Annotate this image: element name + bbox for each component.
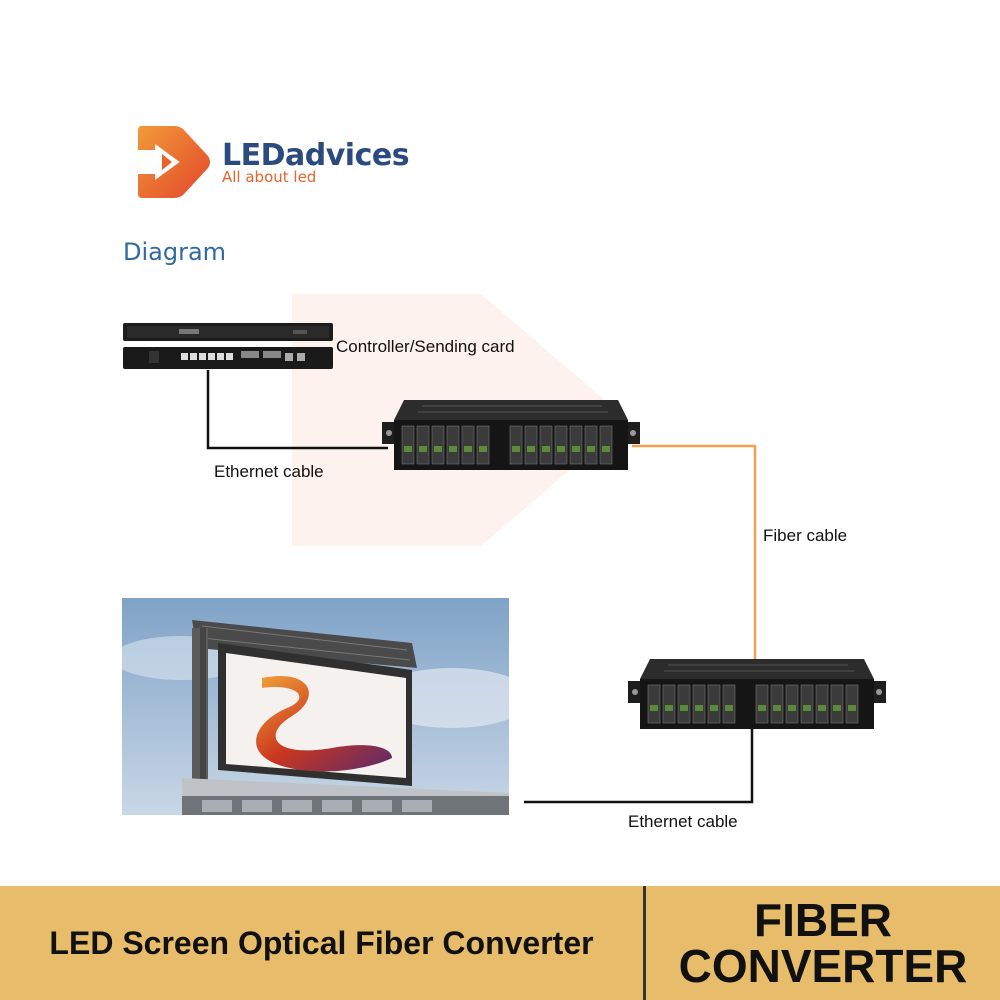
controller-device-icon <box>123 323 333 369</box>
ledadvices-logo-icon <box>138 126 210 198</box>
fiber-cable-label: Fiber cable <box>763 526 848 545</box>
footer-bar <box>0 886 1000 1000</box>
fiber-converter-rack-bottom-icon <box>628 659 886 729</box>
footer-badge-line1: FIBER <box>754 894 892 946</box>
diagram-title: Diagram <box>123 238 227 266</box>
footer-divider <box>643 886 646 1000</box>
ethernet-cable-top-label: Ethernet cable <box>214 462 324 481</box>
ethernet-cable-bottom <box>524 725 754 804</box>
fiber-cable <box>632 444 757 668</box>
ethernet-cable-top <box>206 370 388 450</box>
ethernet-cable-bottom-label: Ethernet cable <box>628 812 738 831</box>
footer-title: LED Screen Optical Fiber Converter <box>49 924 594 961</box>
logo-tagline: All about led <box>222 168 317 186</box>
footer-badge-line2: CONVERTER <box>678 940 968 992</box>
logo-name: LEDadvices <box>222 138 410 173</box>
fiber-converter-rack-top-icon <box>382 400 640 470</box>
footer-badge: FIBER CONVERTER <box>646 886 1000 1000</box>
led-billboard-photo <box>122 598 509 815</box>
controller-label: Controller/Sending card <box>336 337 515 356</box>
